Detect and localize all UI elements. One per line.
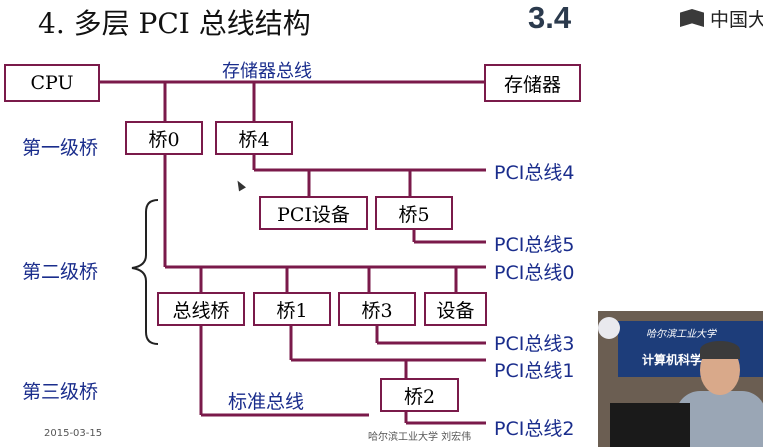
bridge2-box: 桥2 — [380, 378, 459, 412]
slide-title: 4. 多层 PCI 总线结构 — [38, 7, 311, 40]
footer-author: 哈尔滨工业大学 刘宏伟 — [368, 432, 472, 443]
lecturer-hair — [700, 341, 740, 359]
bridge4-box: 桥4 — [215, 121, 293, 155]
pci-bus-4-label: PCI总线4 — [494, 162, 575, 184]
memory-box: 存储器 — [484, 64, 581, 102]
lecturer-body — [676, 391, 763, 447]
memory-bus-label: 存储器总线 — [222, 61, 312, 82]
cpu-box: CPU — [4, 64, 100, 102]
level-third-label: 第三级桥 — [22, 381, 99, 403]
pci-bus-3-label: PCI总线3 — [494, 333, 575, 355]
logo: 中国大 — [680, 4, 763, 32]
level-first-label: 第一级桥 — [22, 137, 99, 159]
standard-bus-label: 标准总线 — [228, 391, 305, 413]
pci-bus-2-label: PCI总线2 — [494, 418, 575, 440]
footer-date: 2015-03-15 — [44, 428, 103, 439]
section-number: 3.4 — [528, 0, 572, 35]
pci-bus-5-label: PCI总线5 — [494, 234, 575, 256]
pci-bus-1-label: PCI总线1 — [494, 360, 575, 382]
bridge1-box: 桥1 — [253, 292, 331, 326]
logo-text: 中国大 — [710, 8, 763, 31]
pci-bus-0-label: PCI总线0 — [494, 262, 575, 284]
lecturer-video: 哈尔滨工业大学 计算机科学与技术 — [598, 311, 763, 447]
brace — [131, 199, 159, 345]
device-box: 设备 — [424, 292, 487, 326]
laptop-icon — [610, 403, 690, 447]
bridge0-box: 桥0 — [125, 121, 203, 155]
video-banner-top: 哈尔滨工业大学 — [646, 329, 716, 340]
book-icon — [680, 9, 704, 27]
bus-bridge-box: 总线桥 — [157, 292, 245, 326]
university-emblem-icon — [598, 317, 620, 339]
level-second-label: 第二级桥 — [22, 261, 99, 283]
pci-device-box: PCI设备 — [259, 196, 368, 230]
bridge3-box: 桥3 — [338, 292, 416, 326]
bridge5-box: 桥5 — [375, 196, 453, 230]
